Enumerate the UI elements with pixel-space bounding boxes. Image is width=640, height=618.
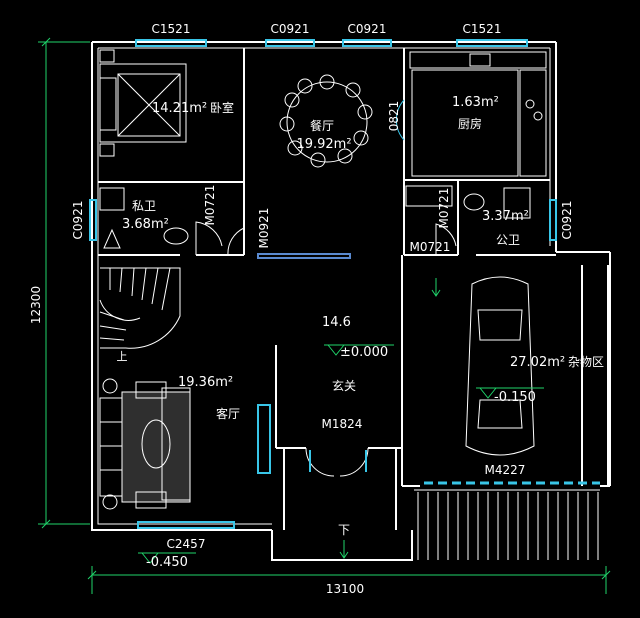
room-kitchen-name: 厨房 (458, 116, 482, 131)
porch-steps (414, 489, 600, 560)
bath-fixtures (99, 185, 531, 249)
door-swings (195, 99, 457, 477)
room-dining-area: 19.92m² (296, 137, 351, 152)
dimension-horizontal: 13100 (326, 582, 364, 596)
level-foyer: ±0.000 (340, 345, 388, 360)
door-label-public-bath-2: M0721 (410, 240, 451, 254)
windows (89, 39, 600, 529)
room-private-bath-area: 3.68m² (122, 217, 169, 232)
room-foyer-area: 14.6 (322, 315, 351, 330)
window-label-left-bath: C0921 (71, 201, 85, 240)
dimension-vertical: 12300 (29, 286, 43, 324)
room-living-name: 客厅 (216, 406, 240, 421)
room-kitchen-area: 1.63m² (452, 95, 499, 110)
window-label-top-mid-left: C0921 (271, 22, 310, 36)
door-label-garage: M4227 (485, 463, 526, 477)
room-bedroom-area: 14.21m² (152, 101, 207, 116)
room-foyer-name: 玄关 (332, 378, 356, 393)
sofa-set (99, 378, 191, 510)
stair-up-label: 上 (117, 350, 128, 363)
staircase (99, 267, 181, 349)
door-label-master-bath: M0721 (203, 185, 217, 226)
stair-down-label: 下 (338, 523, 350, 537)
walls (91, 41, 611, 561)
door-label-public-bath: M0721 (437, 188, 451, 229)
kitchen-counter (409, 51, 547, 177)
window-label-top-right: C1521 (463, 22, 502, 36)
room-storage-name: 杂物区 (568, 355, 604, 369)
room-bedroom-name: 卧室 (210, 100, 234, 115)
dimension-lines (38, 37, 611, 594)
room-private-bath-name: 私卫 (132, 199, 156, 213)
level-garage: -0.150 (494, 390, 536, 405)
dining-table (279, 74, 373, 168)
window-label-top-left: C1521 (152, 22, 191, 36)
level-marks (138, 278, 544, 564)
car (465, 276, 535, 456)
window-label-right-bath: C0921 (560, 201, 574, 240)
room-living-area: 19.36m² (178, 375, 233, 390)
level-outdoor: -0.450 (146, 555, 188, 570)
room-storage-area: 27.02m² (510, 355, 565, 370)
door-label-entrance: M1824 (322, 417, 363, 431)
door-label-kitchen: 0821 (387, 101, 401, 132)
bed (99, 49, 187, 157)
window-label-top-mid-right: C0921 (348, 22, 387, 36)
window-label-bottom-living: C2457 (167, 537, 206, 551)
door-label-dining-side: M0921 (257, 208, 271, 249)
room-public-bath-name: 公卫 (496, 233, 520, 247)
room-public-bath-area: 3.37m² (482, 209, 529, 224)
room-dining-name: 餐厅 (310, 118, 334, 133)
